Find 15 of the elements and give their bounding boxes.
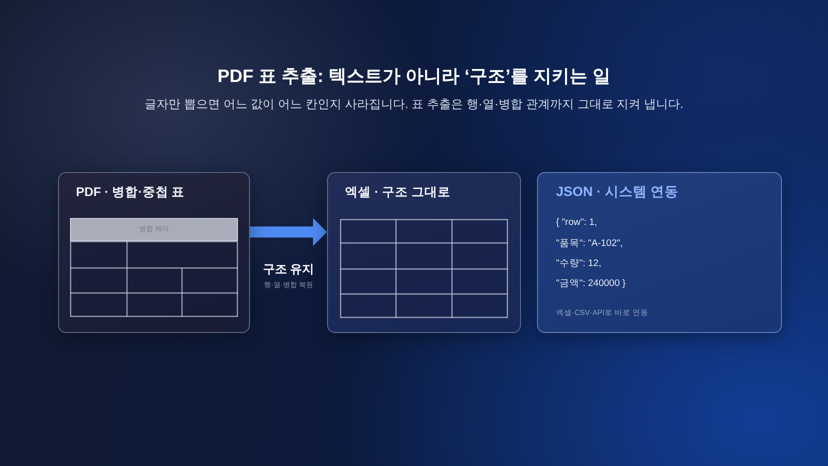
card-panel (327, 172, 521, 333)
code-line: "품목": "A-102", (556, 237, 623, 250)
title: PDF 표 추출: 텍스트가 아니라 ‘구조’를 지키는 일 (218, 65, 610, 88)
header-cell (70, 218, 238, 241)
card-title: 엑셀 · 구조 그대로 (345, 184, 451, 201)
code-line: "수량": 12, (556, 257, 602, 270)
card-title: JSON · 시스템 연동 (556, 183, 679, 201)
code-line: "금액": 240000 } (556, 277, 626, 290)
card-title: PDF · 병합·중첩 표 (76, 184, 185, 201)
arrow (250, 218, 327, 246)
subtitle: 글자만 뽑으면 어느 값이 어느 칸인지 사라집니다. 표 추출은 행·열·병합 관계까지 그대로 지켜 냅니다. (144, 96, 684, 113)
edge-label: 구조 유지 (262, 261, 314, 278)
code-line: { "row": 1, (556, 217, 598, 228)
card-panel (537, 172, 782, 333)
card-panel (58, 172, 250, 333)
